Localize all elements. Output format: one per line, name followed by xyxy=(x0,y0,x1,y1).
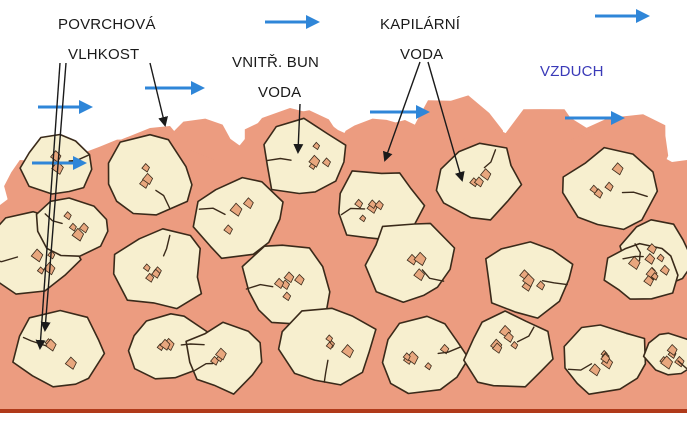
arrow-right-icon xyxy=(79,100,93,114)
arrow-right-icon xyxy=(306,15,320,29)
label-air: VZDUCH xyxy=(540,62,604,82)
label-surface-moisture-line1: POVRCHOVÁ xyxy=(58,15,156,35)
label-intracellular-water-line2: VODA xyxy=(258,83,301,103)
arrow-right-icon xyxy=(191,81,205,95)
base-plate xyxy=(0,409,687,413)
label-capillary-water-line2: VODA xyxy=(400,45,443,65)
label-surface-moisture-line2: VLHKOST xyxy=(68,45,139,65)
pointer-line xyxy=(150,63,165,125)
capillary-crack xyxy=(181,344,204,345)
arrow-right-icon xyxy=(636,9,650,23)
label-capillary-water-line1: KAPILÁRNÍ xyxy=(380,15,460,35)
label-intracellular-water-line1: VNITŘ. BUN xyxy=(232,53,319,73)
